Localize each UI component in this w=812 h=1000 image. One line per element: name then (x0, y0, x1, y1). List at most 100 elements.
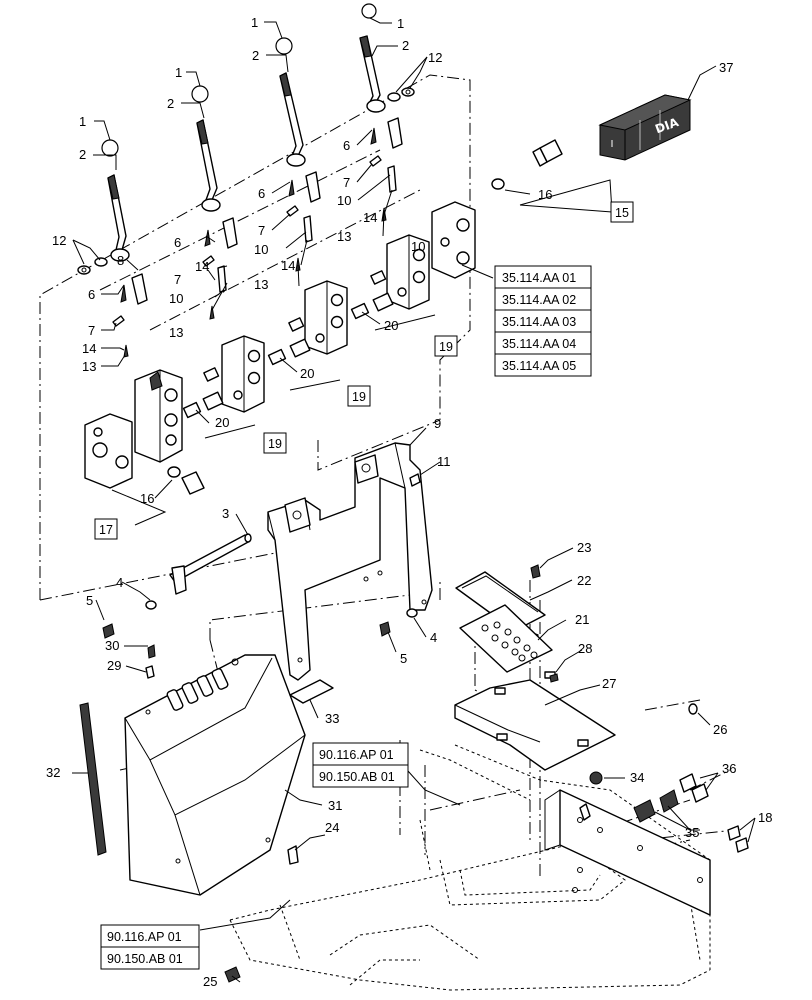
cab-floor-outline (229, 744, 711, 991)
callout-28: 28 (578, 641, 592, 656)
callout-7-c: 7 (258, 223, 265, 238)
hardware-bottom-right (224, 703, 749, 983)
side-cover (124, 644, 306, 896)
callout-23: 23 (577, 540, 591, 555)
callout-22: 22 (577, 573, 591, 588)
callout-5-b: 5 (400, 651, 407, 666)
ref-mid-2: 90.150.AB 01 (319, 770, 395, 784)
floor-plate (454, 671, 616, 771)
boxed-callouts: 15 17 19 19 19 (94, 201, 634, 540)
callout-14-d: 14 (363, 210, 377, 225)
ref-valve-4: 35.114.AA 04 (502, 337, 576, 351)
callout-13-a: 13 (82, 359, 96, 374)
ref-valve-5: 35.114.AA 05 (502, 359, 576, 373)
callout-37: 37 (719, 60, 733, 75)
callout-32: 32 (46, 765, 60, 780)
callout-1-d: 1 (397, 16, 404, 31)
callout-11: 11 (437, 454, 451, 469)
fitting-group-3 (350, 270, 394, 320)
callout-10-a: 10 (169, 291, 183, 306)
callout-33: 33 (325, 711, 339, 726)
callout-2-a: 2 (79, 147, 86, 162)
callout-14-c: 14 (281, 258, 295, 273)
callout-20-b: 20 (300, 366, 314, 381)
callout-7-b: 7 (174, 272, 181, 287)
lever-assembly-3 (275, 37, 321, 272)
callout-1-b: 1 (175, 65, 182, 80)
lever-assembly-1 (77, 139, 148, 358)
boot-plate (459, 604, 553, 673)
callout-13-b: 13 (169, 325, 183, 340)
callout-13-d: 13 (337, 229, 351, 244)
callout-36: 36 (722, 761, 736, 776)
callout-30: 30 (105, 638, 119, 653)
reference-block-mid: 90.116.AP 01 90.150.AB 01 (312, 742, 409, 788)
ref-bottom-1: 90.116.AP 01 (107, 930, 182, 944)
lever-assembly-2 (191, 85, 238, 320)
ref-valve-2: 35.114.AA 02 (502, 293, 576, 307)
callout-21: 21 (575, 612, 589, 627)
callout-14-b: 14 (195, 259, 209, 274)
callout-35: 35 (685, 825, 699, 840)
valve-stack (84, 139, 563, 495)
callout-29: 29 (107, 658, 121, 673)
callout-4-a: 4 (116, 575, 123, 590)
callout-10-b: 10 (254, 242, 268, 257)
callout-16-a: 16 (538, 187, 552, 202)
reference-block-valves: 35.114.AA 01 35.114.AA 02 35.114.AA 03 3… (494, 265, 592, 377)
callout-20-a: 20 (215, 415, 229, 430)
callout-31: 31 (328, 798, 342, 813)
callout-12-b: 12 (428, 50, 442, 65)
callout-2-c: 2 (252, 48, 259, 63)
callout-7-a: 7 (88, 323, 95, 338)
ref-bottom-2: 90.150.AB 01 (107, 952, 183, 966)
callout-26: 26 (713, 722, 727, 737)
boxed-callout-15: 15 (615, 206, 629, 220)
part-callouts: 1 1 1 1 2 2 2 2 3 4 4 5 5 6 6 6 6 7 7 7 … (46, 15, 772, 989)
foam-pad (289, 679, 334, 704)
boxed-callout-17: 17 (99, 523, 113, 537)
callout-8: 8 (117, 253, 124, 268)
ref-valve-1: 35.114.AA 01 (502, 271, 576, 285)
outlet-fitting (167, 466, 205, 495)
callout-6-c: 6 (258, 186, 265, 201)
callout-6-a: 6 (88, 287, 95, 302)
callout-20-c: 20 (384, 318, 398, 333)
callout-4-b: 4 (430, 630, 437, 645)
fitting-group-1 (182, 367, 224, 419)
frame-rail (544, 789, 711, 916)
callout-34: 34 (630, 770, 644, 785)
callout-24: 24 (325, 820, 339, 835)
callout-5-a: 5 (86, 593, 93, 608)
callout-14-a: 14 (82, 341, 96, 356)
callout-9: 9 (434, 416, 441, 431)
seal-strip (79, 702, 107, 856)
callout-6-d: 6 (343, 138, 350, 153)
callout-6-b: 6 (174, 235, 181, 250)
pivot-shaft (102, 533, 252, 639)
callout-7-d: 7 (343, 175, 350, 190)
callout-1-c: 1 (251, 15, 258, 30)
callout-2-d: 2 (402, 38, 409, 53)
callout-13-c: 13 (254, 277, 268, 292)
leader-lines (72, 17, 756, 983)
callout-10-d: 10 (411, 239, 425, 254)
fitting-group-2 (267, 317, 311, 366)
reference-block-bottom: 90.116.AP 01 90.150.AB 01 (100, 924, 200, 970)
callout-12-a: 12 (52, 233, 66, 248)
mounting-bracket (267, 442, 433, 681)
group-brackets (111, 179, 613, 526)
washer-28 (549, 673, 559, 683)
small-screw (530, 564, 541, 579)
callout-16-b: 16 (140, 491, 154, 506)
callout-10-c: 10 (337, 193, 351, 208)
boxed-callout-19-c: 19 (439, 340, 453, 354)
callout-27: 27 (602, 676, 616, 691)
ref-mid-1: 90.116.AP 01 (319, 748, 394, 762)
inlet-fitting (491, 139, 563, 190)
callout-25: 25 (203, 974, 217, 989)
boxed-callout-19-a: 19 (268, 437, 282, 451)
callout-18: 18 (758, 810, 772, 825)
